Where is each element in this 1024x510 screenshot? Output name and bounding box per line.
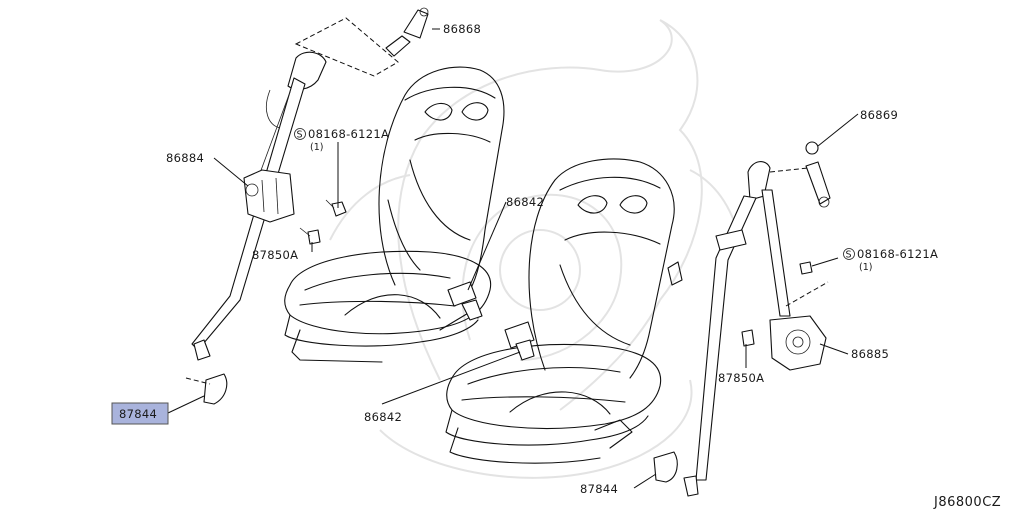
circled-s-icon	[294, 128, 306, 140]
left-belt-assembly	[191, 51, 347, 405]
label-87850A-left: 87850A	[252, 248, 298, 262]
label-86842-lower: 86842	[364, 410, 402, 424]
label-08168-6121A-right: 08168-6121A	[857, 247, 938, 261]
part-86868-bracket	[385, 7, 429, 57]
leader-lines	[167, 28, 859, 489]
label-86884: 86884	[166, 151, 204, 165]
circled-s-icon-glyph: S	[297, 130, 303, 141]
label-87844-left-group: 87844	[111, 402, 169, 425]
label-87844-left: 87844	[119, 407, 157, 421]
highlight-box	[111, 402, 169, 425]
connector-86869-dashed	[769, 167, 809, 173]
right-belt-assembly	[653, 161, 827, 497]
label-08168-qty-left: (1)	[310, 142, 323, 153]
label-86868: 86868	[443, 22, 481, 36]
left-buckle	[447, 281, 483, 321]
label-08168-left-group: S 08168-6121A (1)	[294, 127, 389, 153]
label-08168-right-group: S 08168-6121A (1)	[843, 247, 938, 273]
circled-s-icon	[843, 248, 855, 260]
label-86885: 86885	[851, 347, 889, 361]
part-86869-bracket	[805, 141, 831, 208]
label-86842-upper: 86842	[506, 195, 544, 209]
diagram-code: J86800CZ	[933, 495, 1001, 510]
connector-86885-dashed	[785, 281, 829, 307]
circled-s-icon-glyph: S	[846, 250, 852, 261]
label-08168-qty-right: (1)	[859, 262, 872, 273]
label-08168-6121A-left: 08168-6121A	[308, 127, 389, 141]
label-86869: 86869	[860, 108, 898, 122]
connector-87844-left-dashed	[185, 377, 211, 385]
label-87844-right: 87844	[580, 482, 618, 496]
connector-86868-dashed	[294, 17, 399, 77]
right-buckle	[504, 321, 535, 361]
label-87850A-right: 87850A	[718, 371, 764, 385]
right-seat	[445, 158, 683, 464]
